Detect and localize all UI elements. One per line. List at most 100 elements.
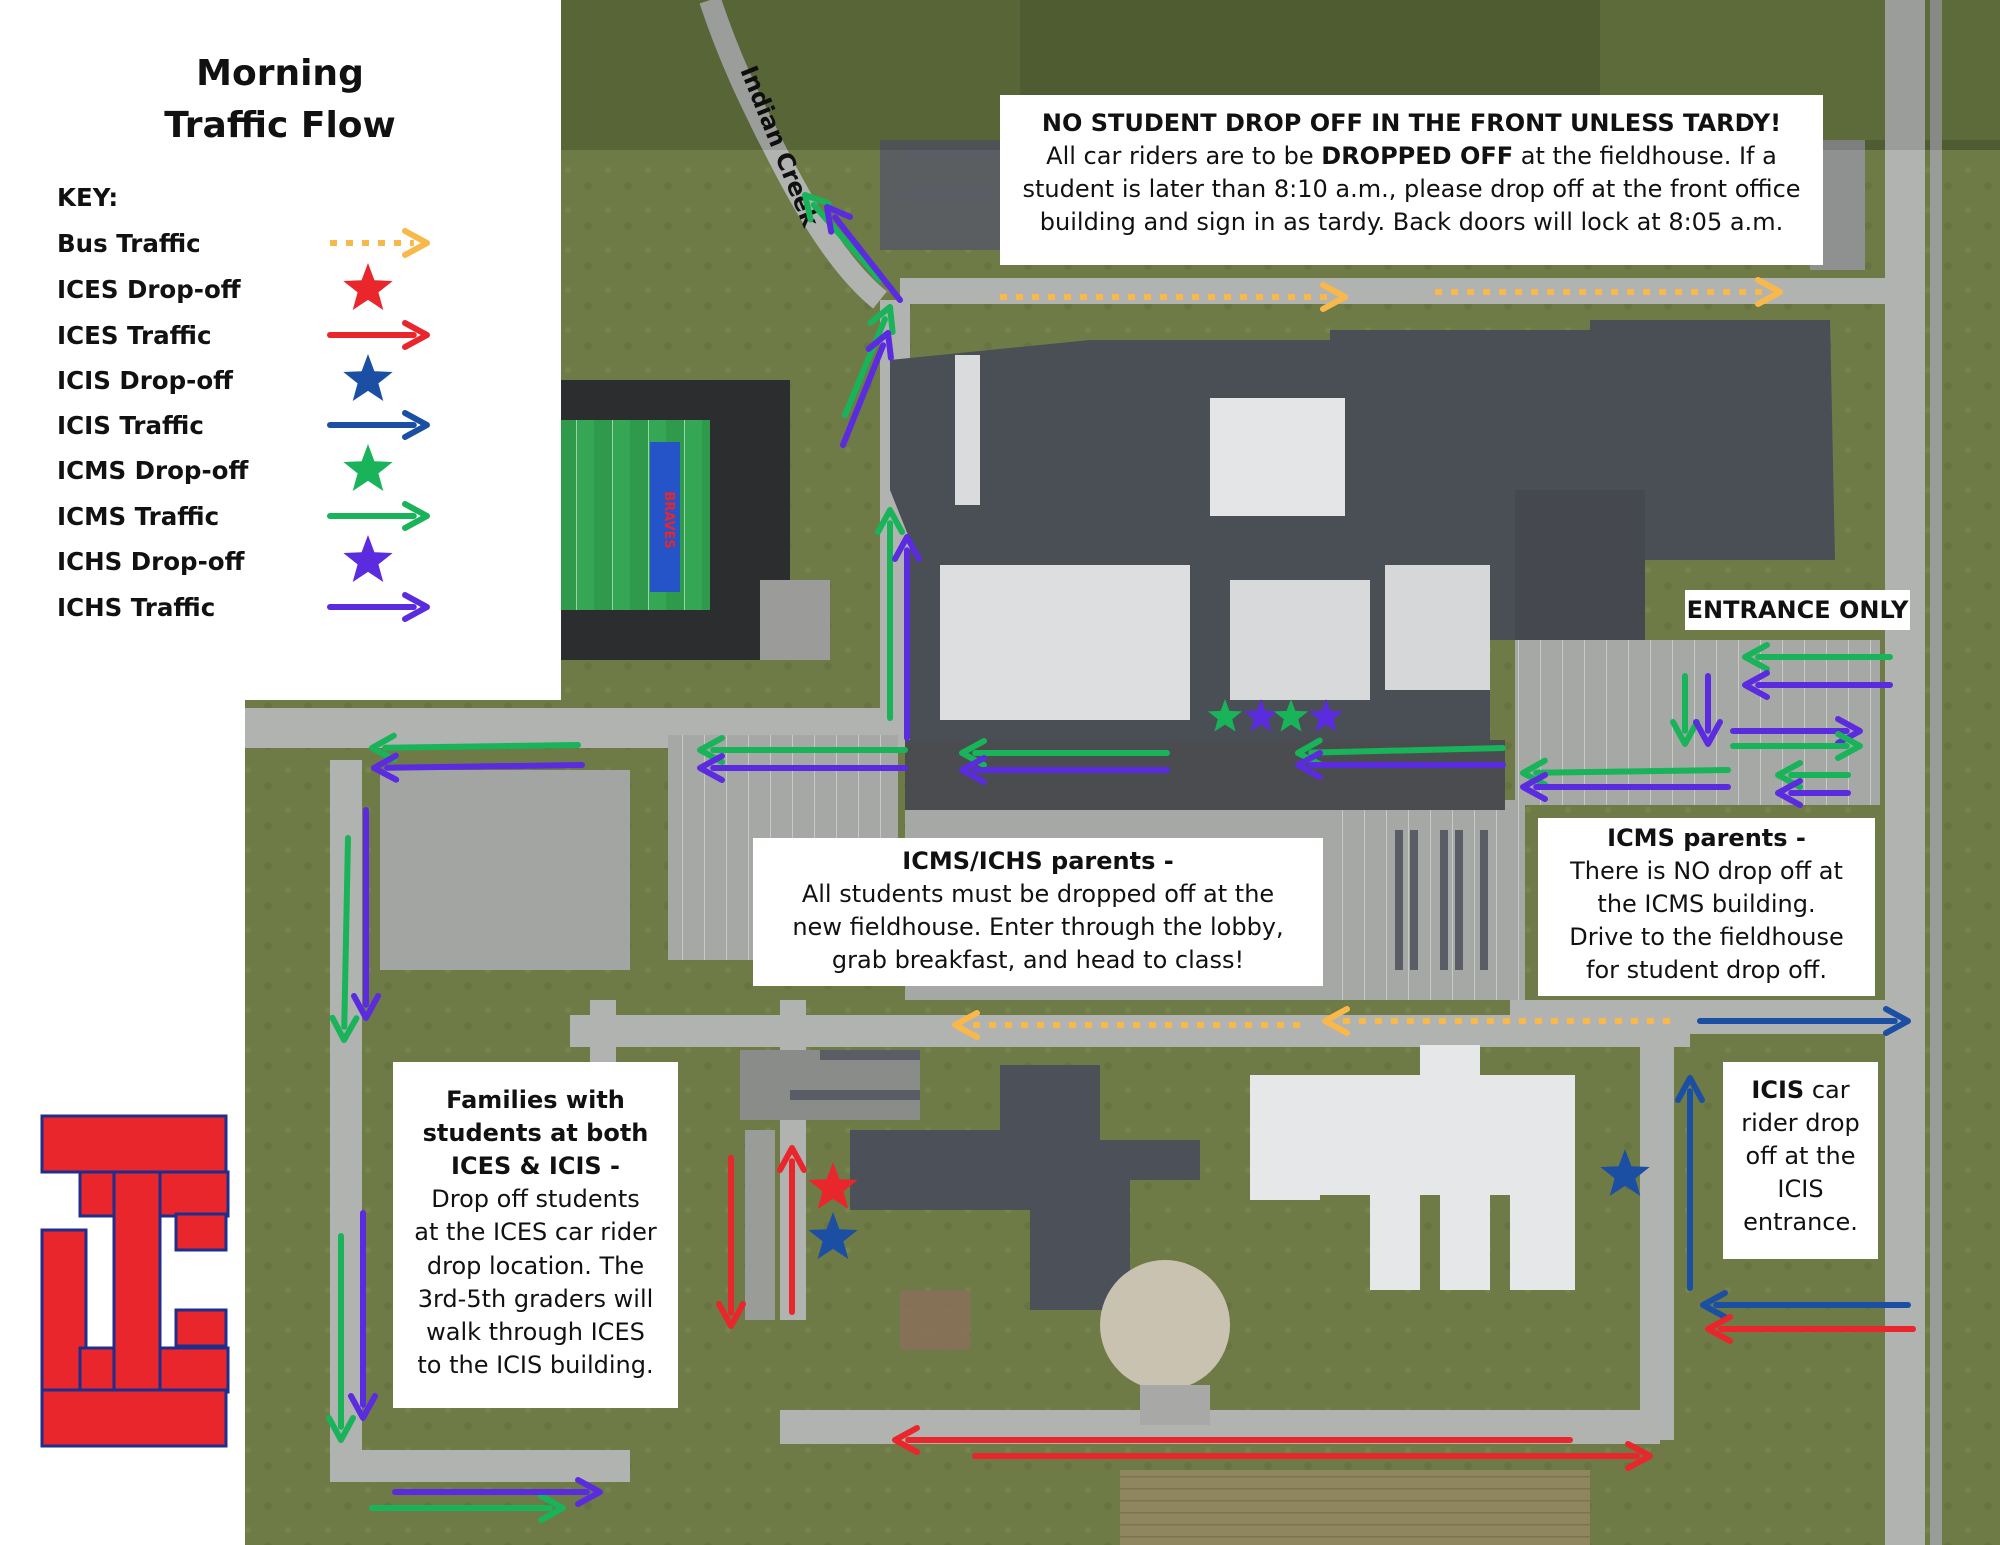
legend-arrow-icon xyxy=(327,592,430,622)
icms-traffic-arrow-head xyxy=(326,1415,356,1443)
ichs-traffic-arrow xyxy=(1295,750,1506,780)
ichs-traffic-arrow-head xyxy=(959,755,987,785)
front-drop-off-note: NO STUDENT DROP OFF IN THE FRONT UNLESS … xyxy=(1000,95,1823,265)
legend-title-text: Morning Traffic Flow xyxy=(164,53,396,147)
icms-traffic-arrow xyxy=(842,304,896,418)
ices-traffic-arrow xyxy=(1705,1314,1916,1344)
ices-traffic-arrow xyxy=(777,1145,807,1315)
logo-stroke xyxy=(40,1388,228,1448)
icms-traffic-arrow xyxy=(369,1493,566,1523)
ices-traffic-arrow-head xyxy=(1705,1314,1733,1344)
icms-line: There is NO drop off at xyxy=(1570,857,1843,886)
bus-traffic-arrow-head xyxy=(1320,282,1348,312)
icms-traffic-arrow-head xyxy=(538,1493,566,1523)
ichs-traffic-arrow xyxy=(959,755,1170,785)
icms-traffic-arrow-shaft xyxy=(1533,767,1731,776)
ichs-traffic-arrow-shaft xyxy=(840,342,887,448)
icms-traffic-arrow-shaft xyxy=(810,201,883,283)
logo-stroke xyxy=(174,1308,228,1348)
legend-item-label: ICIS Drop-off xyxy=(57,366,234,395)
icis-drop-off-note: ICIS car rider drop off at the ICIS entr… xyxy=(1723,1062,1878,1259)
legend-arrow-icon xyxy=(327,410,430,440)
icms-traffic-arrow xyxy=(329,835,360,1043)
ichs-traffic-arrow xyxy=(392,1477,603,1507)
legend-arrow-icon-head xyxy=(402,592,430,622)
front-note-line1-post: at the fieldhouse. If a xyxy=(1513,142,1777,171)
legend-title: Morning Traffic Flow xyxy=(0,48,560,152)
ichs-traffic-arrow-head xyxy=(697,753,725,783)
legend-star-icon xyxy=(343,535,393,582)
ichs-traffic-arrow xyxy=(697,753,908,783)
icms-traffic-arrow-shaft xyxy=(1308,745,1506,756)
families-line: 3rd-5th graders will xyxy=(417,1284,654,1313)
families-heading: students at both xyxy=(422,1119,649,1148)
ices-traffic-arrow xyxy=(892,1425,1573,1455)
families-line: at the ICES car rider xyxy=(414,1218,657,1247)
ichs-traffic-arrow xyxy=(840,330,894,448)
ices-drop-off-star xyxy=(808,1162,858,1209)
legend-panel xyxy=(0,0,561,700)
ichs-drop-off-star xyxy=(1243,699,1279,732)
icis-traffic-arrow-head xyxy=(1883,1006,1911,1036)
front-note-line1: All car riders are to be DROPPED OFF at … xyxy=(1000,140,1823,173)
ichs-traffic-arrow-head xyxy=(1295,750,1323,780)
ichs-traffic-arrow-head xyxy=(351,993,381,1021)
ichs-traffic-arrow-head xyxy=(824,204,854,235)
icis-traffic-arrow-head xyxy=(1675,1075,1705,1103)
ichs-traffic-arrow xyxy=(824,204,903,303)
icms-traffic-arrow-head xyxy=(1742,642,1770,672)
icms-ichs-line: All students must be dropped off at the xyxy=(801,880,1275,909)
bus-traffic-arrow xyxy=(1435,277,1783,307)
entrance-only-label: ENTRANCE ONLY xyxy=(1685,590,1910,630)
icms-traffic-arrow-head xyxy=(1835,731,1863,761)
icms-traffic-arrow xyxy=(369,732,581,763)
icis-traffic-arrow xyxy=(1675,1075,1705,1291)
icms-traffic-arrow xyxy=(1742,642,1893,672)
ichs-traffic-arrow-head xyxy=(865,330,894,361)
icms-traffic-arrow-head xyxy=(802,192,832,223)
bus-traffic-arrow xyxy=(1000,282,1348,312)
icms-traffic-arrow xyxy=(1520,757,1731,788)
front-note-line3: building and sign in as tardy. Back door… xyxy=(1039,208,1784,237)
bus-traffic-arrow-head xyxy=(952,1010,980,1040)
legend-arrow-icon xyxy=(327,320,430,350)
icis-drop-off-star xyxy=(1600,1149,1650,1196)
icms-line: Drive to the fieldhouse xyxy=(1569,923,1844,952)
families-heading: ICES & ICIS - xyxy=(451,1152,620,1181)
svg-text:BRAVES: BRAVES xyxy=(661,491,676,548)
icms-traffic-arrow xyxy=(1730,731,1863,761)
icms-traffic-arrow-head xyxy=(329,1014,360,1043)
icis-traffic-arrow-head xyxy=(1700,1290,1728,1320)
icms-traffic-arrow-head xyxy=(875,507,905,535)
legend-key-heading: KEY: xyxy=(57,183,119,212)
legend-arrow-icon-head xyxy=(402,501,430,531)
bus-traffic-arrow xyxy=(1322,1006,1670,1036)
icms-ichs-line: new fieldhouse. Enter through the lobby, xyxy=(792,913,1284,942)
icis-heading: ICIS xyxy=(1751,1076,1805,1104)
ichs-traffic-arrow xyxy=(1520,772,1731,802)
ichs-traffic-arrow-head xyxy=(371,752,400,783)
legend-arrow-icon xyxy=(330,228,430,258)
families-both-schools-note: Families with students at both ICES & IC… xyxy=(393,1062,678,1408)
icms-traffic-arrow xyxy=(875,507,905,721)
ichs-traffic-arrow xyxy=(1693,673,1723,747)
icms-traffic-arrow-head xyxy=(1670,719,1700,747)
ichs-traffic-arrow-head xyxy=(892,534,922,562)
ichs-traffic-arrow-shaft xyxy=(832,214,903,303)
legend-star-icon xyxy=(343,263,393,310)
logo-stroke xyxy=(40,1114,228,1174)
icis-line: entrance. xyxy=(1743,1208,1858,1237)
legend-item-label: ICES Traffic xyxy=(57,321,212,350)
families-line: drop location. The xyxy=(426,1251,645,1280)
icms-heading: ICMS parents - xyxy=(1607,824,1806,852)
legend-item-label: ICMS Drop-off xyxy=(57,456,249,485)
legend-item-label: ICES Drop-off xyxy=(57,275,241,304)
ichs-traffic-arrow-head xyxy=(575,1477,603,1507)
icms-drop-off-star xyxy=(1273,699,1309,732)
icms-traffic-arrow-head xyxy=(1295,737,1324,768)
icms-line: the ICMS building. xyxy=(1597,890,1816,919)
icis-traffic-arrow xyxy=(1700,1290,1911,1320)
ichs-traffic-arrow-head xyxy=(1693,719,1723,747)
bus-traffic-arrow-head xyxy=(1755,277,1783,307)
front-note-line1-pre: All car riders are to be xyxy=(1046,142,1322,171)
